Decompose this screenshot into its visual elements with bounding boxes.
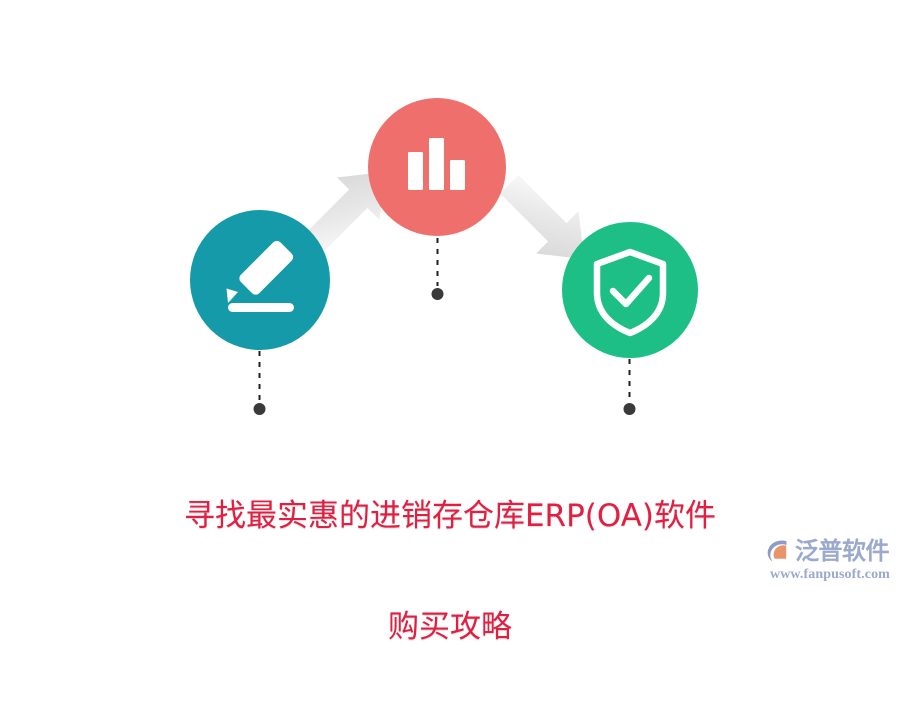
node-shield[interactable] (562, 222, 698, 358)
shield-check-icon (593, 248, 667, 337)
watermark-brand-text: 泛普软件 (795, 537, 890, 565)
leader-line-shield (623, 359, 636, 415)
leader-dot-chart (431, 288, 444, 300)
bar-chart-icon (408, 138, 465, 190)
watermark-logo: 泛普软件 www.fanpusoft.com (766, 536, 892, 588)
node-shield-circle (562, 222, 698, 358)
node-edit[interactable] (190, 210, 330, 350)
leader-line-edit (253, 351, 266, 415)
node-chart[interactable] (368, 98, 506, 236)
headline: 寻找最实惠的进销存仓库ERP(OA)软件 购买攻略 (0, 424, 900, 720)
leader-line-chart (431, 238, 444, 300)
headline-line-1: 寻找最实惠的进销存仓库ERP(OA)软件 (183, 498, 717, 534)
watermark-brand-row: 泛普软件 (766, 536, 890, 566)
leader-dot-edit (253, 403, 266, 415)
arrow-chart-to-shield (500, 175, 585, 260)
headline-line-2: 购买攻略 (388, 609, 512, 645)
arrow-edit-to-chart (301, 171, 386, 256)
poster-canvas: 寻找最实惠的进销存仓库ERP(OA)软件 购买攻略 泛普软件 www.fanpu… (184, 98, 892, 645)
watermark-url: www.fanpusoft.com (770, 567, 890, 582)
leader-dot-shield (623, 403, 636, 415)
fanpu-logo-icon (766, 538, 792, 564)
diagram-graphics (190, 98, 698, 415)
pencil-edit-icon (226, 240, 294, 312)
